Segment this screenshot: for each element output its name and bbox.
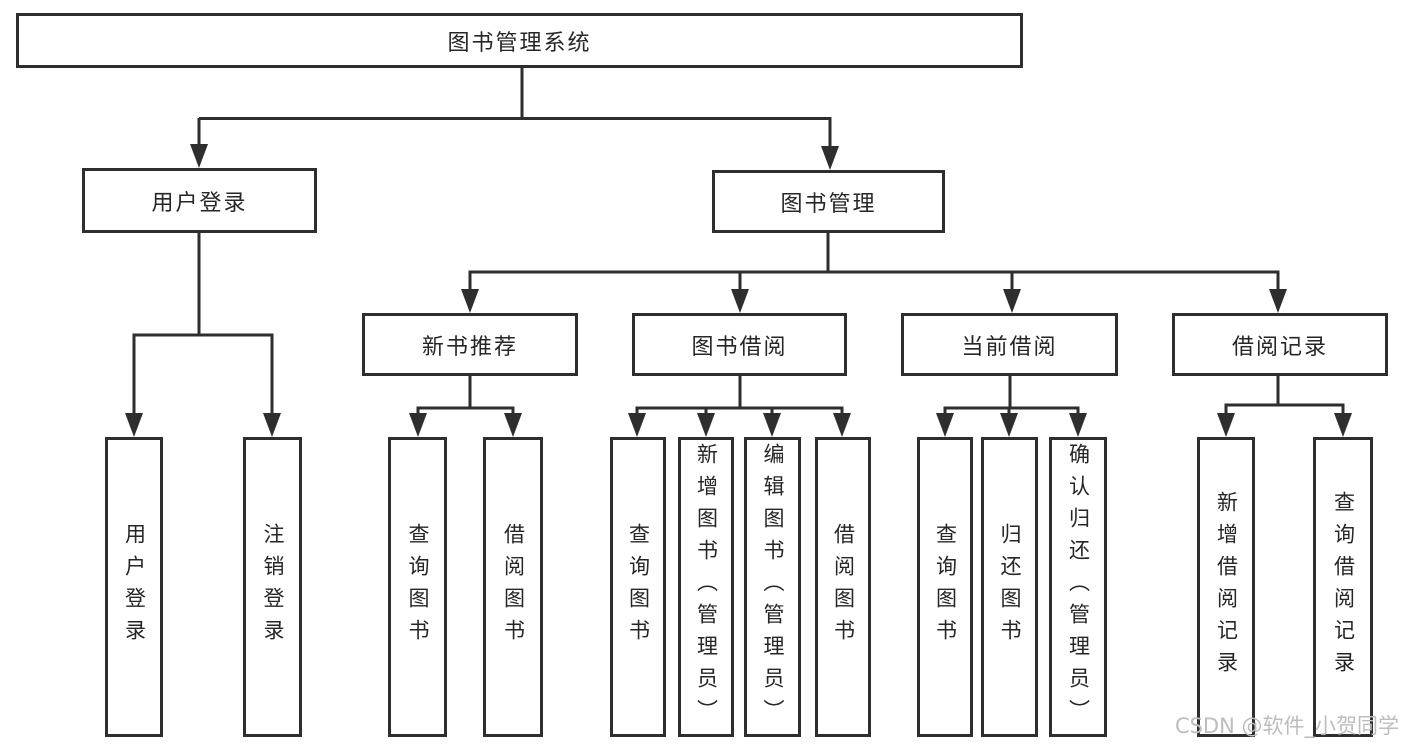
csdn-watermark: CSDN @软件_小贺同学: [1174, 714, 1399, 738]
leaf-rec-query-books: 查询图书: [388, 437, 447, 737]
connector-root-to-level2: [197, 68, 832, 152]
leaf-bb-query-books: 查询图书: [610, 437, 666, 737]
leaf-br-query-record: 查询借阅记录: [1313, 437, 1373, 737]
connector-newbookrec-to-leaves: [416, 376, 515, 420]
connector-userlogin-to-leaves: [132, 233, 274, 420]
leaf-cb-confirm-return: 确认归还（管理员）: [1049, 437, 1107, 737]
leaf-bb-add-books: 新增图书（管理员）: [678, 437, 734, 737]
node-book-mgmt: 图书管理: [712, 170, 945, 233]
leaf-logout-label: 注销登录: [261, 523, 286, 651]
connector-bookborrow-to-leaves: [635, 376, 844, 420]
node-new-book-rec: 新书推荐: [362, 313, 578, 376]
node-book-borrow: 图书借阅: [632, 313, 847, 376]
connector-bookmgmt-to-level3: [468, 233, 1280, 296]
leaf-bb-borrow-books: 借阅图书: [815, 437, 871, 737]
leaf-br-query-record-label: 查询借阅记录: [1331, 491, 1356, 683]
leaf-rec-query-books-label: 查询图书: [406, 523, 431, 651]
node-borrow-records-label: 借阅记录: [1231, 334, 1328, 360]
leaf-cb-query-books: 查询图书: [917, 437, 973, 737]
leaf-bb-add-books-label: 新增图书（管理员）: [694, 443, 719, 731]
node-user-login: 用户登录: [82, 168, 317, 233]
node-book-borrow-label: 图书借阅: [691, 334, 788, 360]
leaf-br-add-record-label: 新增借阅记录: [1214, 491, 1239, 683]
node-new-book-rec-label: 新书推荐: [421, 334, 518, 360]
node-root: 图书管理系统: [16, 13, 1023, 68]
leaf-bb-edit-books-label: 编辑图书（管理员）: [761, 443, 786, 731]
leaf-user-login: 用户登录: [105, 437, 163, 737]
leaf-user-login-label: 用户登录: [122, 523, 147, 651]
leaf-br-add-record: 新增借阅记录: [1197, 437, 1255, 737]
leaf-rec-borrow-books-label: 借阅图书: [501, 523, 526, 651]
leaf-bb-edit-books: 编辑图书（管理员）: [744, 437, 801, 737]
leaf-cb-return-books: 归还图书: [981, 437, 1038, 737]
leaf-bb-query-books-label: 查询图书: [626, 523, 651, 651]
leaf-cb-return-books-label: 归还图书: [998, 523, 1023, 651]
leaf-cb-query-books-label: 查询图书: [933, 523, 958, 651]
leaf-rec-borrow-books: 借阅图书: [483, 437, 543, 737]
node-current-borrow: 当前借阅: [901, 313, 1118, 376]
node-book-mgmt-label: 图书管理: [780, 191, 877, 217]
connector-borrowrecords-to-leaves: [1224, 376, 1345, 420]
node-user-login-label: 用户登录: [151, 190, 248, 216]
leaf-bb-borrow-books-label: 借阅图书: [831, 523, 856, 651]
node-root-label: 图书管理系统: [447, 30, 592, 56]
leaf-logout: 注销登录: [243, 437, 302, 737]
arrowheads: [125, 144, 1352, 437]
leaf-cb-confirm-return-label: 确认归还（管理员）: [1066, 443, 1091, 731]
node-current-borrow-label: 当前借阅: [961, 334, 1058, 360]
node-borrow-records: 借阅记录: [1172, 313, 1388, 376]
